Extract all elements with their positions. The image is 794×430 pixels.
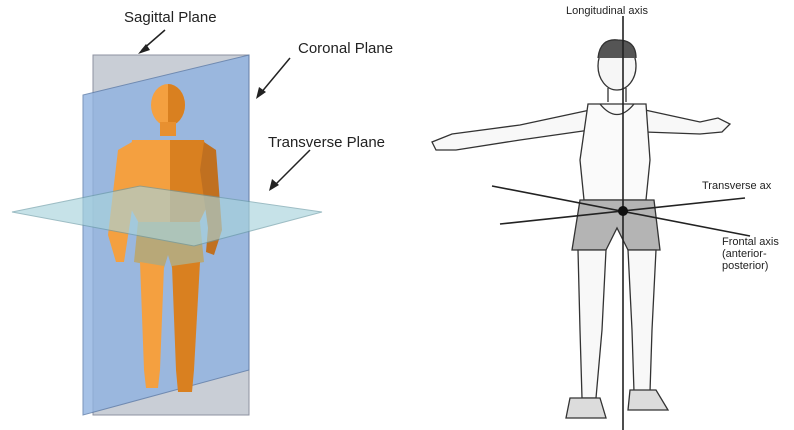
- line-art-man: [432, 40, 730, 418]
- transverse-axis-label: Transverse ax: [702, 180, 771, 192]
- frontal-axis-label-line-2: (anterior-: [722, 248, 779, 260]
- frontal-axis-label-line-3: posterior): [722, 260, 779, 272]
- axes-intersection-point: [618, 206, 628, 216]
- frontal-axis-label-line-1: Frontal axis: [722, 236, 779, 248]
- frontal-axis-label: Frontal axis (anterior- posterior): [722, 236, 779, 272]
- longitudinal-axis-label: Longitudinal axis: [566, 5, 648, 17]
